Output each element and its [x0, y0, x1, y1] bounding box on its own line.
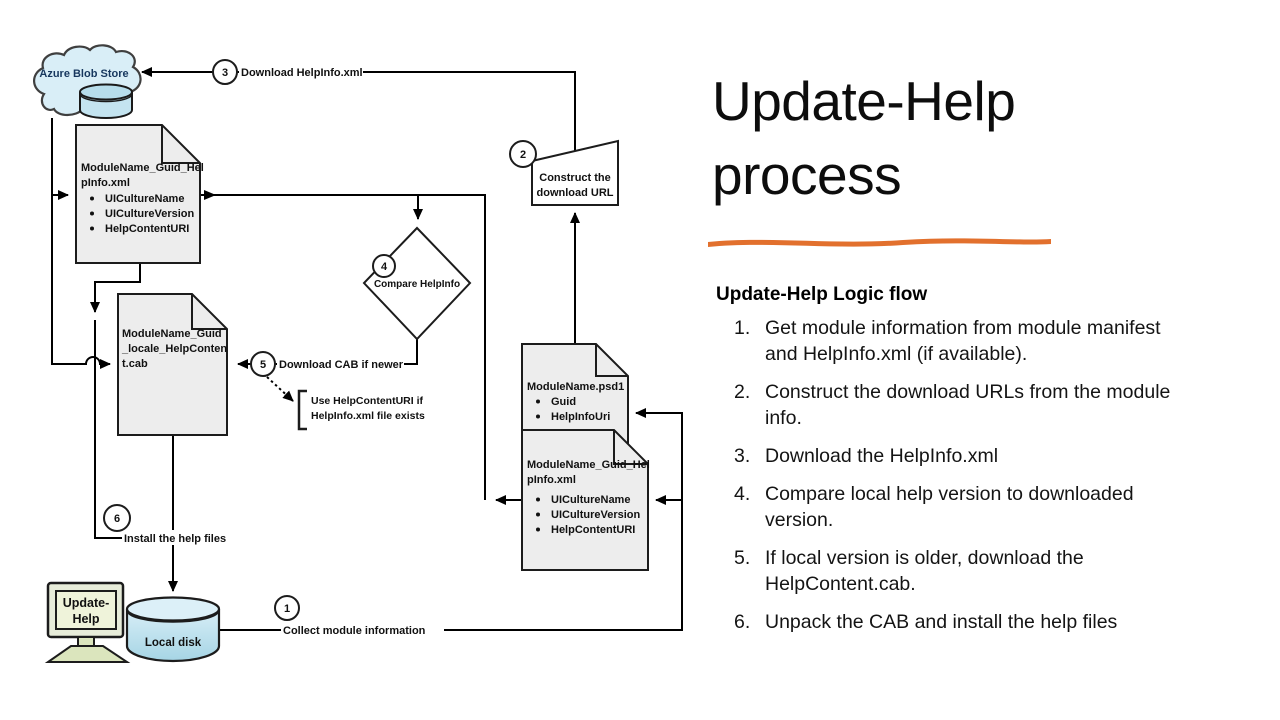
doc-local-helpinfo: ModuleName_Guid_Hel pInfo.xml UICultureN…	[521, 429, 650, 571]
doc-bullet: UICultureName	[105, 193, 184, 205]
label-install-help: Install the help files	[124, 533, 226, 545]
badge-5: 5	[260, 359, 266, 371]
edge-helpinfo-to-compare	[200, 194, 486, 500]
process-construct-url: Construct the download URL	[531, 139, 619, 206]
step-number: 3.	[734, 445, 751, 467]
decision-label: Compare HelpInfo	[374, 279, 460, 290]
step-number: 4.	[734, 483, 751, 505]
edge-cloud-to-cab	[51, 118, 111, 369]
logic-flow-list: 1. Get module information from module ma…	[716, 315, 1194, 647]
title-line-1: Update-Help	[712, 70, 1016, 132]
step-text: Get module information from module manif…	[765, 317, 1161, 365]
logic-flow-heading: Update-Help Logic flow	[716, 284, 928, 305]
doc-title: pInfo.xml	[81, 177, 130, 189]
doc-title: pInfo.xml	[527, 474, 576, 486]
doc-title: _locale_HelpConten	[121, 343, 227, 355]
step-number: 1.	[734, 317, 751, 339]
decision-compare-helpinfo: Compare HelpInfo	[362, 226, 472, 341]
mid-arrow-right	[204, 190, 216, 200]
doc-bullet: UICultureName	[551, 494, 630, 506]
process-label: download URL	[537, 187, 614, 199]
edge-helpinfo-down	[90, 263, 141, 313]
computer-label: Help	[72, 612, 99, 626]
page-title: Update-Help process	[712, 64, 1016, 212]
disk-label: Local disk	[145, 637, 202, 649]
logic-step: 3. Download the HelpInfo.xml	[716, 443, 1194, 469]
logic-step: 4. Compare local help version to downloa…	[716, 481, 1194, 533]
doc-title: ModuleName_Guid_Hel	[527, 459, 650, 471]
doc-bullet: Guid	[551, 396, 576, 408]
doc-title: t.cab	[122, 358, 148, 370]
edge-collect-info	[219, 408, 683, 631]
step-badges: 1 2 3 4 5 6	[103, 59, 537, 621]
badge-1: 1	[284, 603, 290, 615]
label-download-cab: Download CAB if newer	[279, 359, 404, 371]
title-line-2: process	[712, 144, 902, 206]
edge-labels: Download HelpInfo.xml Download CAB if ne…	[122, 63, 444, 637]
badge-6: 6	[114, 513, 120, 525]
step-text: If local version is older, download the …	[765, 547, 1084, 595]
step-number: 6.	[734, 611, 751, 633]
logic-step: 2. Construct the download URLs from the …	[716, 379, 1194, 431]
doc-bullet: HelpInfoUri	[551, 411, 610, 423]
azure-blob-store: Azure Blob Store	[33, 44, 142, 119]
computer-icon: Update- Help	[44, 581, 131, 663]
update-help-flow-diagram: Azure Blob Store ModuleName_Guid_Hel pIn…	[33, 44, 683, 663]
doc-title: ModuleName_Guid	[122, 328, 222, 340]
accent-brush-stroke	[708, 238, 1051, 247]
label-collect-module-info: Collect module information	[283, 625, 426, 637]
note-text: Use HelpContentURI if	[311, 395, 424, 407]
edge-note-dotted	[266, 376, 294, 402]
doc-bullet: UICultureVersion	[551, 509, 641, 521]
process-label: Construct the	[539, 172, 611, 184]
local-disk-icon: Local disk	[125, 596, 221, 663]
badge-3: 3	[222, 67, 228, 79]
step-number: 2.	[734, 381, 751, 403]
badge-2: 2	[520, 149, 526, 161]
step-number: 5.	[734, 547, 751, 569]
blob-cylinder-rim	[79, 93, 133, 103]
edge-download-helpinfo	[141, 67, 576, 152]
logic-step: 5. If local version is older, download t…	[716, 545, 1194, 597]
doc-title: ModuleName_Guid_Hel	[81, 162, 204, 174]
step-text: Download the HelpInfo.xml	[765, 445, 999, 467]
label-download-helpinfo: Download HelpInfo.xml	[241, 67, 363, 79]
cloud-label: Azure Blob Store	[39, 68, 128, 80]
doc-bullet: HelpContentURI	[551, 524, 635, 536]
step-text: Construct the download URLs from the mod…	[765, 381, 1171, 429]
logic-step: 1. Get module information from module ma…	[716, 315, 1194, 367]
doc-bullet: UICultureVersion	[105, 208, 195, 220]
doc-title: ModuleName.psd1	[527, 381, 624, 393]
badge-4: 4	[381, 261, 388, 273]
note-helpcontenturi: Use HelpContentURI if HelpInfo.xml file …	[297, 389, 425, 431]
logic-step: 6. Unpack the CAB and install the help f…	[716, 609, 1194, 635]
blob-cylinder-top	[79, 83, 133, 101]
doc-psd1: ModuleName.psd1 Guid HelpInfoUri	[521, 343, 629, 449]
step-text: Unpack the CAB and install the help file…	[765, 611, 1118, 633]
doc-bullet: HelpContentURI	[105, 223, 189, 235]
note-text: HelpInfo.xml file exists	[311, 410, 425, 422]
doc-downloaded-helpinfo: ModuleName_Guid_Hel pInfo.xml UICultureN…	[75, 124, 204, 264]
step-text: Compare local help version to downloaded…	[765, 483, 1134, 531]
doc-helpcontent-cab: ModuleName_Guid _locale_HelpConten t.cab	[117, 293, 228, 436]
computer-label: Update-	[63, 596, 110, 610]
